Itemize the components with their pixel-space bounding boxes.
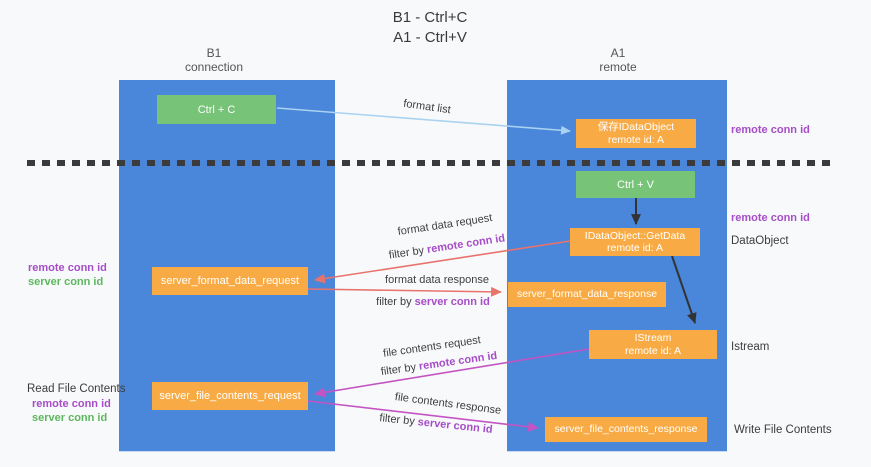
- node-server-file-contents-request: server_file_contents_request: [152, 382, 308, 410]
- node-save-idataobject-line1: 保存IDataObject: [597, 121, 675, 133]
- node-ctrl-v: Ctrl + V: [576, 171, 695, 198]
- node-server-format-data-response: server_format_data_response: [508, 282, 666, 307]
- label-remote-conn-id-left-1: remote conn id: [28, 262, 107, 274]
- arrow-format-data-response: [307, 286, 503, 297]
- filter-key-remote: remote conn id: [426, 232, 506, 256]
- node-ctrl-v-label: Ctrl + V: [617, 178, 654, 191]
- node-format-response-label: server_format_data_response: [516, 288, 658, 301]
- title-line-2: A1 - Ctrl+V: [393, 29, 467, 46]
- filter-prefix: filter by: [388, 244, 425, 262]
- lane-b1-name: B1: [206, 46, 222, 60]
- node-istream-line1: IStream: [634, 332, 672, 344]
- label-format-data-response: format data response: [385, 274, 489, 286]
- node-file-request-label: server_file_contents_request: [159, 390, 301, 402]
- label-dataobject: DataObject: [731, 235, 789, 247]
- filter-key-server: server conn id: [417, 416, 494, 436]
- node-save-idataobject: 保存IDataObject remote id: A: [576, 119, 696, 148]
- label-read-file-contents: Read File Contents: [27, 383, 126, 395]
- node-istream-line2: remote id: A: [624, 344, 682, 357]
- label-format-list: format list: [402, 97, 452, 117]
- filter-prefix: filter by: [380, 361, 417, 379]
- lane-header-a1: A1 remote: [599, 46, 636, 74]
- lane-a1-name: A1: [610, 46, 626, 60]
- label-remote-conn-id-right-2: remote conn id: [731, 212, 810, 224]
- filter-prefix: filter by: [376, 296, 412, 308]
- label-write-file-contents: Write File Contents: [734, 424, 832, 436]
- node-server-format-data-request: server_format_data_request: [152, 267, 308, 295]
- filter-prefix: filter by: [378, 412, 416, 428]
- node-file-response-label: server_file_contents_response: [554, 423, 698, 436]
- node-getdata-line2: remote id: A: [606, 242, 664, 254]
- label-format-data-request: format data request: [396, 212, 494, 238]
- lane-header-b1: B1 connection: [185, 46, 243, 74]
- node-format-request-label: server_format_data_request: [160, 275, 300, 287]
- dashed-divider: [27, 160, 833, 166]
- node-ctrl-c: Ctrl + C: [157, 95, 276, 124]
- node-save-idataobject-line2: remote id: A: [607, 133, 665, 146]
- node-getdata-line1: IDataObject::GetData: [584, 229, 686, 242]
- node-idataobject-getdata: IDataObject::GetData remote id: A: [570, 228, 700, 256]
- lane-b1-sub: connection: [184, 60, 244, 74]
- label-remote-conn-id-left-2: remote conn id: [32, 398, 111, 410]
- label-file-contents-response: file contents response: [394, 391, 502, 417]
- label-server-conn-id-left-1: server conn id: [28, 276, 104, 288]
- label-remote-conn-id-right-1: remote conn id: [731, 124, 810, 136]
- filter-key-server: server conn id: [414, 296, 490, 308]
- title-line-1: B1 - Ctrl+C: [392, 9, 468, 26]
- node-server-file-contents-response: server_file_contents_response: [545, 417, 707, 442]
- lane-a1-sub: remote: [599, 60, 637, 74]
- label-server-conn-id-left-2: server conn id: [32, 412, 108, 424]
- node-istream: IStream remote id: A: [589, 330, 717, 359]
- page-title: B1 - Ctrl+C A1 - Ctrl+V: [393, 8, 468, 48]
- label-istream: Istream: [731, 341, 770, 353]
- node-ctrl-c-label: Ctrl + C: [197, 103, 236, 116]
